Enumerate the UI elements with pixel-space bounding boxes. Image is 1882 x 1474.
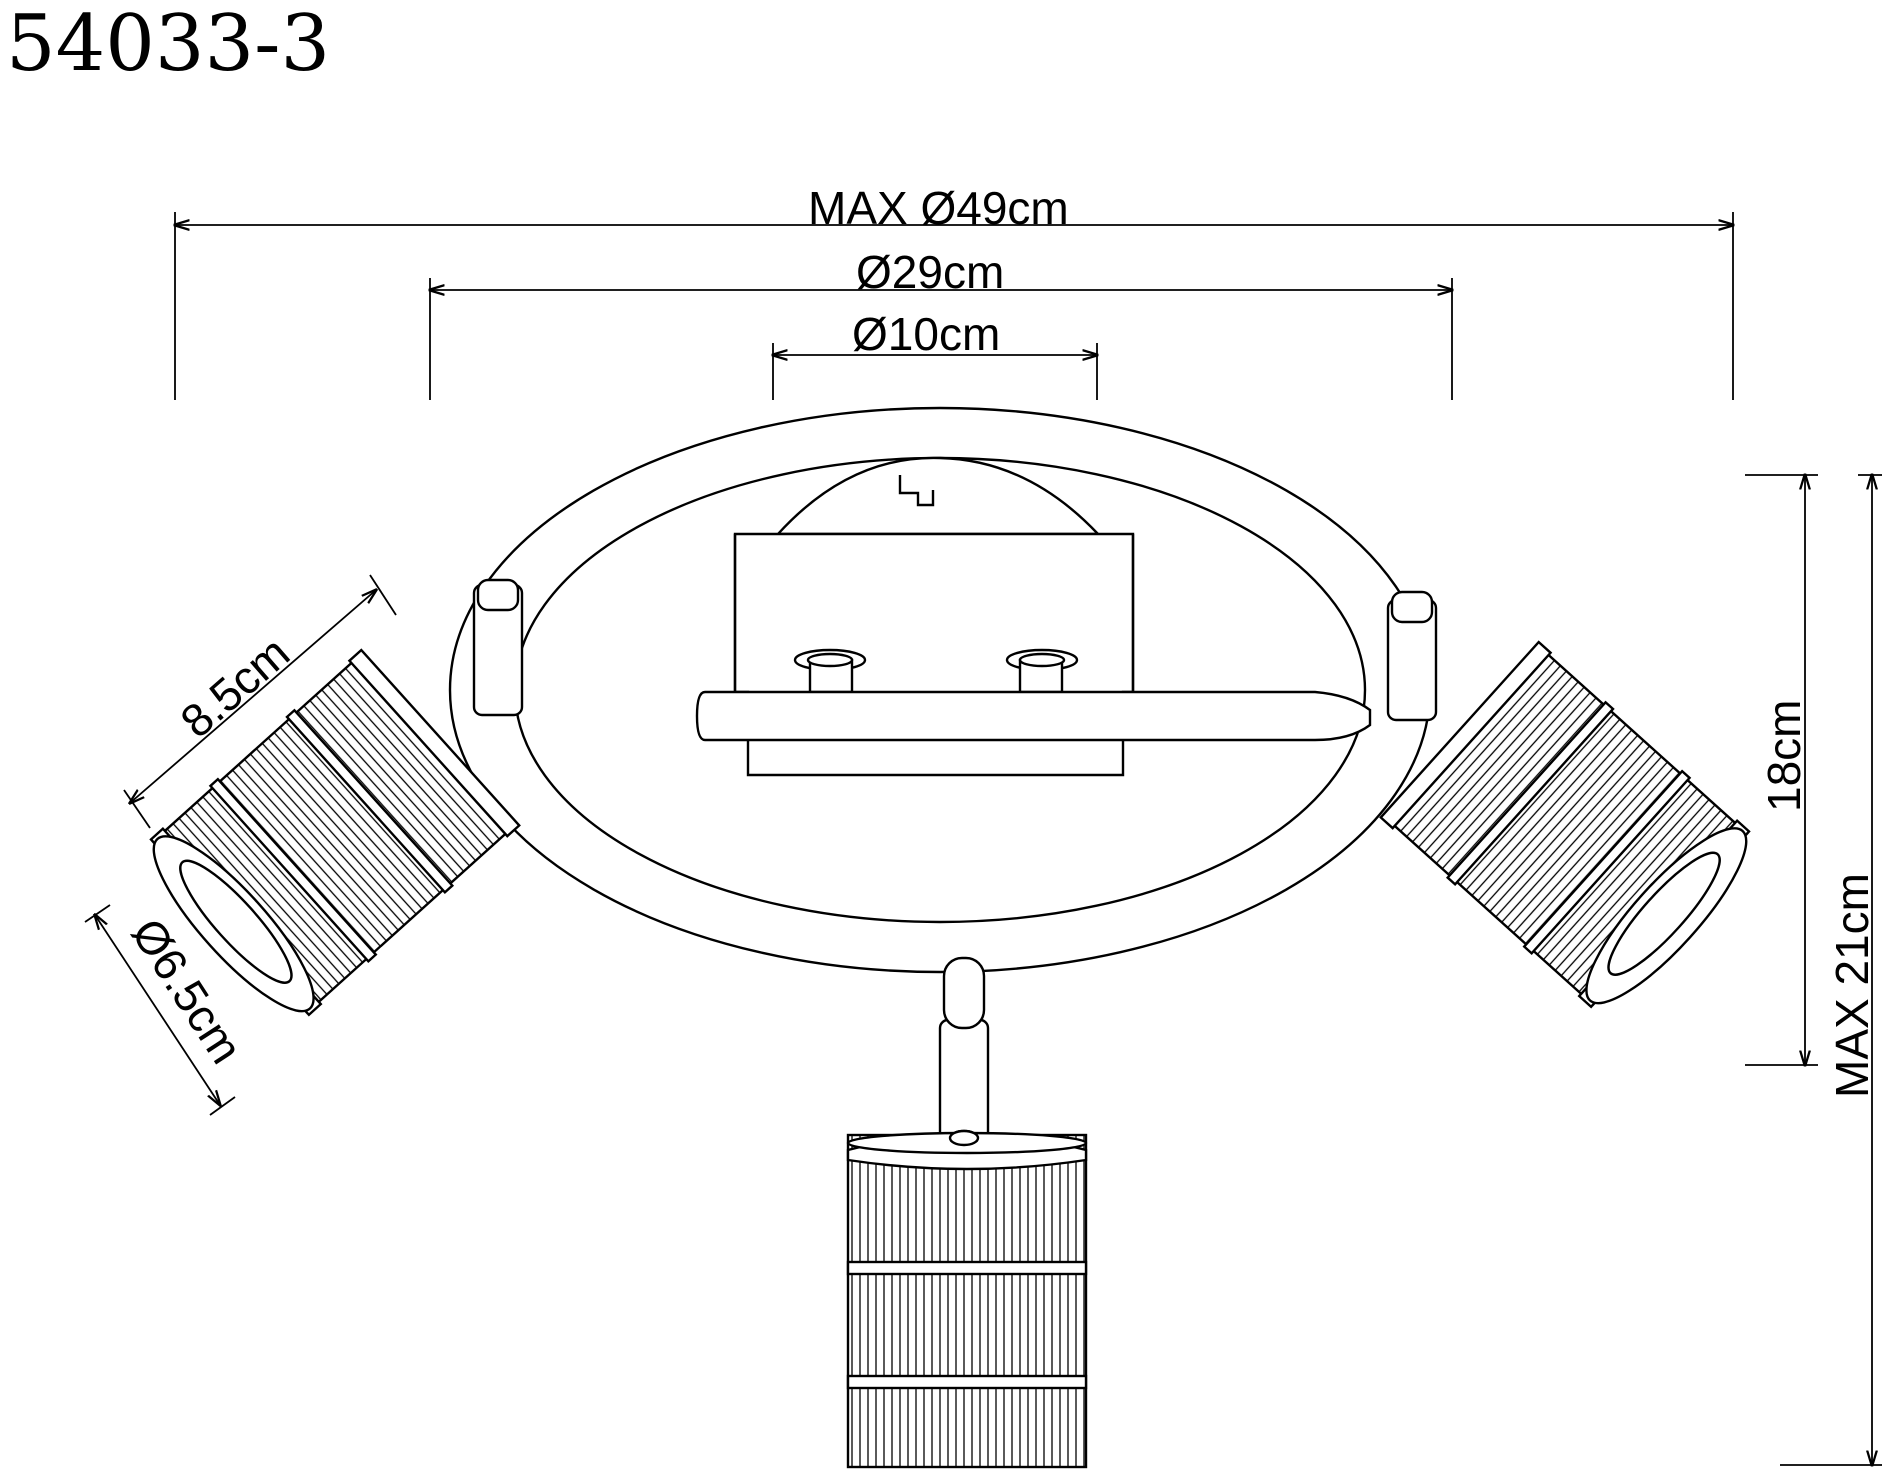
height-label: 18cm xyxy=(1758,700,1810,812)
spotlight-left xyxy=(149,648,521,1017)
connecting-bar xyxy=(695,690,1372,742)
spotlight-right xyxy=(1379,640,1751,1009)
spotlight-bottom xyxy=(846,1129,1088,1469)
screw-right xyxy=(1005,648,1079,694)
max-diameter-label: MAX Ø49cm xyxy=(808,182,1069,234)
dimension-max-diameter: MAX Ø49cm xyxy=(175,182,1733,400)
base-diameter-label: Ø10cm xyxy=(852,308,1000,360)
joint-bottom xyxy=(938,956,990,1152)
joint-right xyxy=(1386,590,1438,722)
max-height-label: MAX 21cm xyxy=(1826,873,1878,1098)
dimension-base-diameter: Ø10cm xyxy=(773,308,1097,400)
lamp-illustration xyxy=(149,406,1751,1469)
screw-left xyxy=(793,648,867,694)
model-number: 54033-3 xyxy=(6,0,330,89)
mounting-plate xyxy=(695,532,1372,777)
dimension-max-height: MAX 21cm xyxy=(1780,475,1882,1465)
joint-left xyxy=(472,578,524,717)
dimension-ring-diameter: Ø29cm xyxy=(430,246,1452,400)
dimension-height: 18cm xyxy=(1745,475,1818,1065)
canopy-dome xyxy=(775,456,1101,536)
ring-diameter-label: Ø29cm xyxy=(856,246,1004,298)
